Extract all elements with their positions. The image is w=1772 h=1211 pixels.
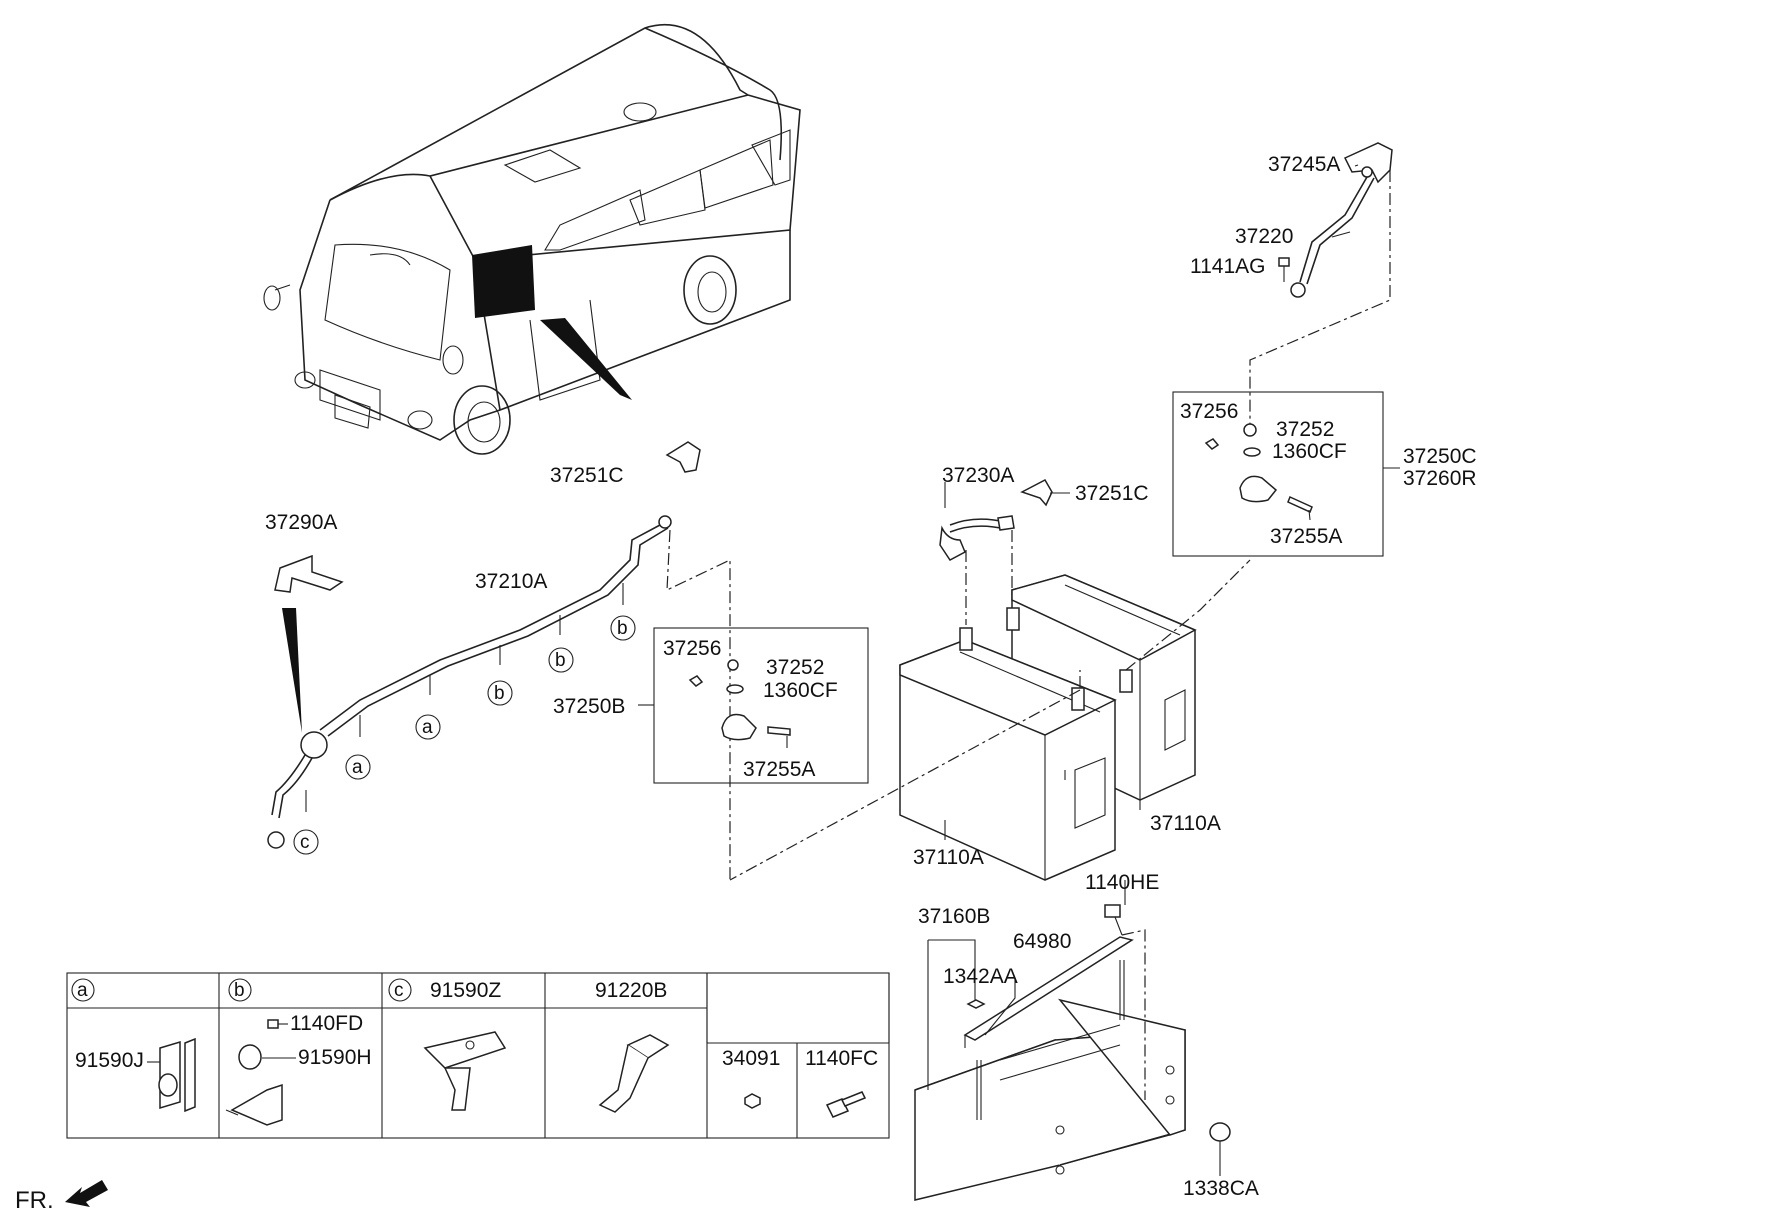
label-37255A-right: 37255A: [1270, 525, 1342, 548]
label-37220: 37220: [1235, 225, 1293, 248]
legend-title-91220B: 91220B: [595, 979, 667, 1002]
label-37290A: 37290A: [265, 511, 337, 534]
label-37160B: 37160B: [918, 905, 990, 928]
battery-tray-icon: [914, 904, 1231, 1201]
label-37256-right: 37256: [1180, 400, 1238, 423]
cable-37230A: [939, 479, 1053, 625]
svg-text:c: c: [300, 832, 310, 853]
label-1140HE: 1140HE: [1085, 871, 1159, 894]
label-37251C-left: 37251C: [550, 464, 624, 487]
clip-91590H-icon: [225, 1019, 283, 1126]
callout-a-2: a: [345, 754, 371, 780]
label-37250B: 37250B: [553, 695, 625, 718]
legend-title-1140FC: 1140FC: [805, 1047, 878, 1070]
legend-part-91590H: 91590H: [298, 1046, 372, 1069]
cable-37210A: [267, 441, 731, 880]
bracket-icon: [274, 554, 344, 733]
legend-marker-b: b: [234, 980, 245, 1001]
label-37251C-right: 37251C: [1075, 482, 1149, 505]
legend-table: [66, 972, 890, 1139]
legend-marker-a: a: [77, 980, 88, 1001]
nut-34091-icon: [744, 1093, 761, 1109]
battery-icon: [729, 559, 1251, 881]
svg-text:a: a: [352, 757, 363, 778]
svg-text:b: b: [494, 683, 505, 704]
callout-c: c: [293, 829, 319, 855]
legend-title-34091: 34091: [722, 1047, 780, 1070]
label-37110A-right: 37110A: [1150, 812, 1221, 835]
terminal-clamp-icon-left: [688, 659, 791, 748]
cable-37220: [1249, 142, 1393, 430]
label-37245A: 37245A: [1268, 153, 1340, 176]
legend-marker-c: c: [394, 980, 404, 1001]
svg-text:a: a: [422, 717, 433, 738]
svg-text:b: b: [555, 650, 566, 671]
label-64980: 64980: [1013, 930, 1071, 953]
label-37110A-left: 37110A: [913, 846, 984, 869]
label-37252-right: 37252: [1276, 418, 1334, 441]
legend-part-1140FD: 1140FD: [290, 1012, 363, 1035]
label-37255A-left: 37255A: [743, 758, 815, 781]
front-arrow-icon: [65, 1180, 108, 1207]
terminal-kit-box-right: [1172, 391, 1384, 557]
label-1342AA: 1342AA: [943, 965, 1018, 988]
bracket-91220B-icon: [598, 1034, 670, 1113]
svg-text:b: b: [617, 618, 628, 639]
terminal-clamp-icon: [1204, 423, 1313, 521]
callout-b-3: b: [487, 680, 513, 706]
callout-b-1: b: [610, 615, 636, 641]
label-1141AG: 1141AG: [1190, 255, 1266, 278]
label-1338CA: 1338CA: [1183, 1177, 1259, 1200]
callout-a-1: a: [415, 714, 441, 740]
label-37252-left: 37252: [766, 656, 824, 679]
bus-illustration: [263, 23, 801, 455]
label-1360CF-left: 1360CF: [763, 679, 838, 702]
label-1360CF-right: 1360CF: [1272, 440, 1347, 463]
label-37260R: 37260R: [1403, 467, 1477, 490]
bolt-1140FC-icon: [825, 1091, 867, 1118]
label-37230A: 37230A: [942, 464, 1014, 487]
label-37210A: 37210A: [475, 570, 547, 593]
legend-part-91590J: 91590J: [75, 1049, 144, 1072]
label-37256-left: 37256: [663, 637, 721, 660]
label-37250C: 37250C: [1403, 445, 1477, 468]
callout-b-2: b: [548, 647, 574, 673]
bracket-91590Z-icon: [423, 1031, 507, 1111]
legend-title-91590Z: 91590Z: [430, 979, 501, 1002]
front-indicator: FR.: [15, 1187, 54, 1211]
clip-91590J-icon: [158, 1037, 196, 1113]
